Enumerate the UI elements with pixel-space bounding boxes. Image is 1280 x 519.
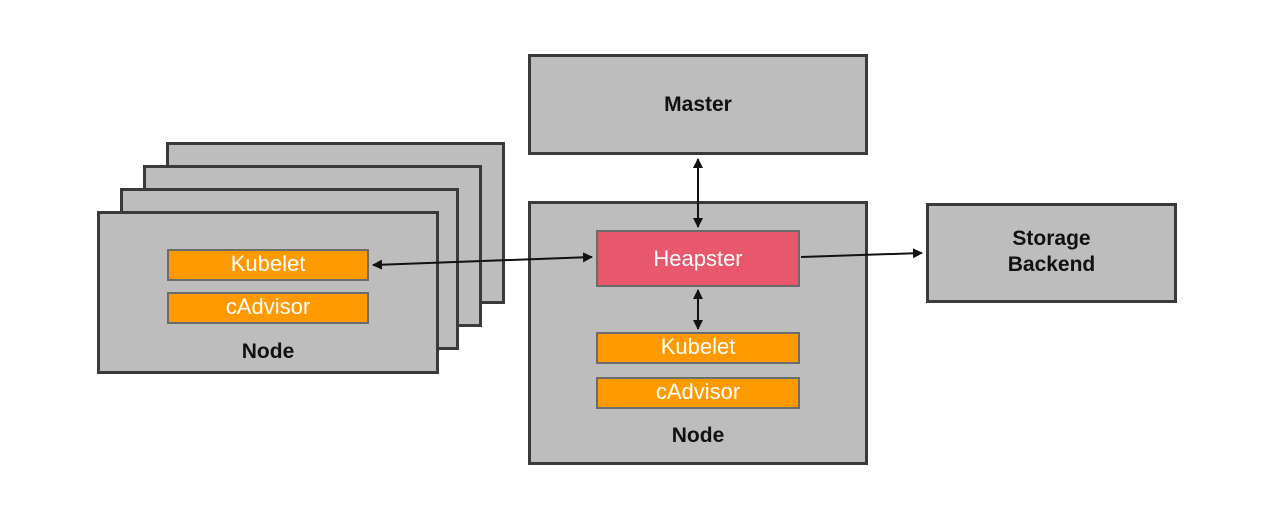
storage-backend-label: Storage Backend	[926, 226, 1177, 278]
master-label: Master	[664, 93, 732, 116]
storage-backend-line2: Backend	[1007, 253, 1096, 276]
left-node-cadvisor: cAdvisor	[167, 292, 369, 324]
left-node-label: Node	[241, 340, 295, 363]
storage-backend-box	[926, 203, 1177, 303]
center-node-label: Node	[671, 424, 725, 447]
left-node-kubelet: Kubelet	[167, 249, 369, 281]
master-box	[528, 54, 868, 155]
center-node-kubelet: Kubelet	[596, 332, 800, 364]
storage-backend-line1: Storage	[1012, 227, 1091, 250]
heapster-box: Heapster	[596, 230, 800, 287]
center-node-cadvisor: cAdvisor	[596, 377, 800, 409]
